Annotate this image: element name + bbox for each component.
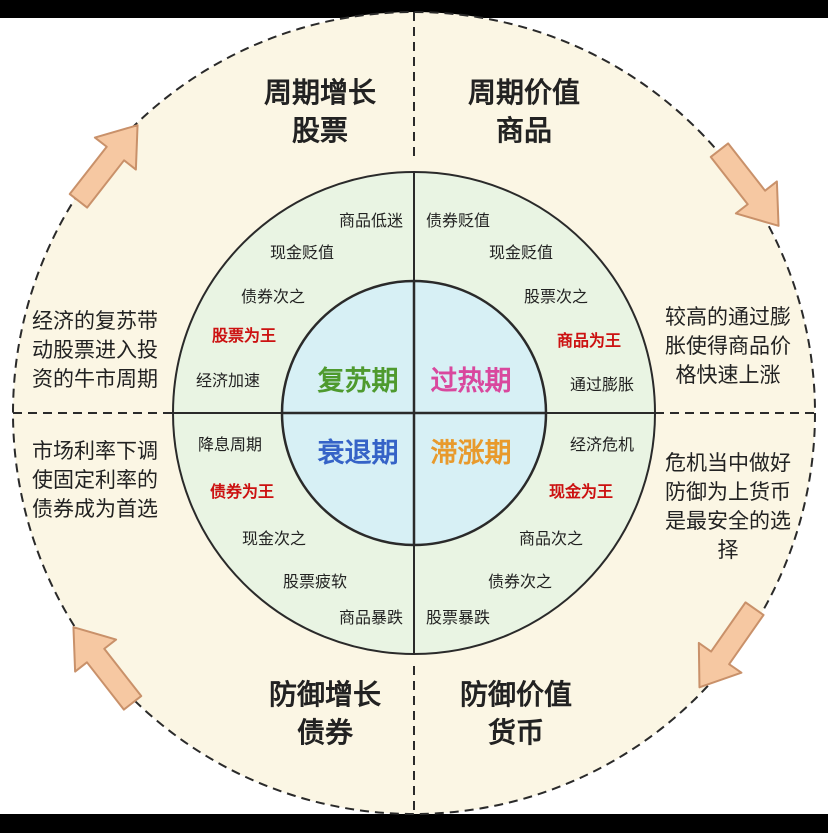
outer-title-top-left-1: 周期增长 — [264, 76, 376, 109]
outer-title-top-left-2: 股票 — [292, 114, 348, 147]
desc-left-upper-1: 经济的复苏带 — [32, 309, 158, 333]
mid-bl-item-5: 商品暴跌 — [339, 608, 403, 627]
phase-stagflation: 滞涨期 — [431, 438, 512, 469]
desc-right-upper-1: 较高的通过膨 — [665, 305, 791, 329]
phase-overheat: 过热期 — [431, 366, 512, 397]
mid-tl-item-4-highlight: 股票为王 — [212, 326, 276, 345]
outer-title-bottom-right-2: 货币 — [488, 716, 544, 749]
arrow-down-right-icon — [709, 142, 780, 227]
arrow-down-left-icon — [697, 601, 765, 689]
mid-tr-item-1: 债券贬值 — [426, 211, 490, 230]
outer-title-top-right-1: 周期价值 — [468, 76, 580, 109]
mid-tl-item-5: 经济加速 — [196, 371, 260, 390]
desc-right-lower-2: 防御为上货币 — [665, 480, 791, 504]
arrow-up-left-icon — [72, 626, 143, 711]
mid-tl-item-1: 商品低迷 — [339, 211, 403, 230]
outer-title-bottom-left-1: 防御增长 — [269, 678, 381, 711]
desc-left-upper-2: 动股票进入投 — [32, 338, 158, 362]
mid-tr-item-4-highlight: 商品为王 — [557, 331, 621, 350]
desc-right-upper-2: 胀使得商品价 — [665, 334, 791, 358]
mid-br-item-5: 股票暴跌 — [426, 608, 490, 627]
desc-right-upper-3: 格快速上涨 — [676, 363, 781, 387]
mid-tr-item-5: 通过膨胀 — [570, 375, 634, 394]
desc-right-lower-1: 危机当中做好 — [665, 451, 791, 475]
desc-right-lower-3: 是最安全的选 — [665, 509, 791, 533]
outer-title-bottom-left-2: 债券 — [297, 716, 354, 749]
desc-left-lower-1: 市场利率下调 — [32, 439, 158, 463]
mid-tr-item-3: 股票次之 — [524, 287, 588, 306]
mid-tl-item-2: 现金贬值 — [270, 243, 334, 262]
desc-left-upper-3: 资的牛市周期 — [32, 367, 158, 391]
desc-left-lower-3: 债券成为首选 — [32, 497, 158, 521]
phase-recession: 衰退期 — [318, 437, 399, 469]
mid-bl-item-2-highlight: 债券为王 — [210, 482, 274, 501]
mid-tr-item-2: 现金贬值 — [489, 243, 553, 262]
desc-right-lower-4: 择 — [718, 538, 739, 562]
outer-title-top-right-2: 商品 — [496, 114, 552, 147]
mid-bl-item-3: 现金次之 — [242, 529, 306, 548]
desc-left-lower-2: 使固定利率的 — [32, 468, 158, 492]
outer-title-bottom-right-1: 防御价值 — [460, 678, 572, 711]
mid-br-item-1: 经济危机 — [570, 435, 634, 454]
mid-br-item-2-highlight: 现金为王 — [549, 482, 613, 501]
mid-bl-item-4: 股票疲软 — [283, 572, 347, 591]
mid-br-item-3: 商品次之 — [519, 529, 583, 548]
mid-br-item-4: 债券次之 — [488, 572, 552, 591]
phase-recovery: 复苏期 — [318, 366, 399, 397]
mid-bl-item-1: 降息周期 — [198, 435, 262, 454]
mid-tl-item-3: 债券次之 — [241, 287, 305, 306]
arrow-up-right-icon — [68, 124, 139, 209]
